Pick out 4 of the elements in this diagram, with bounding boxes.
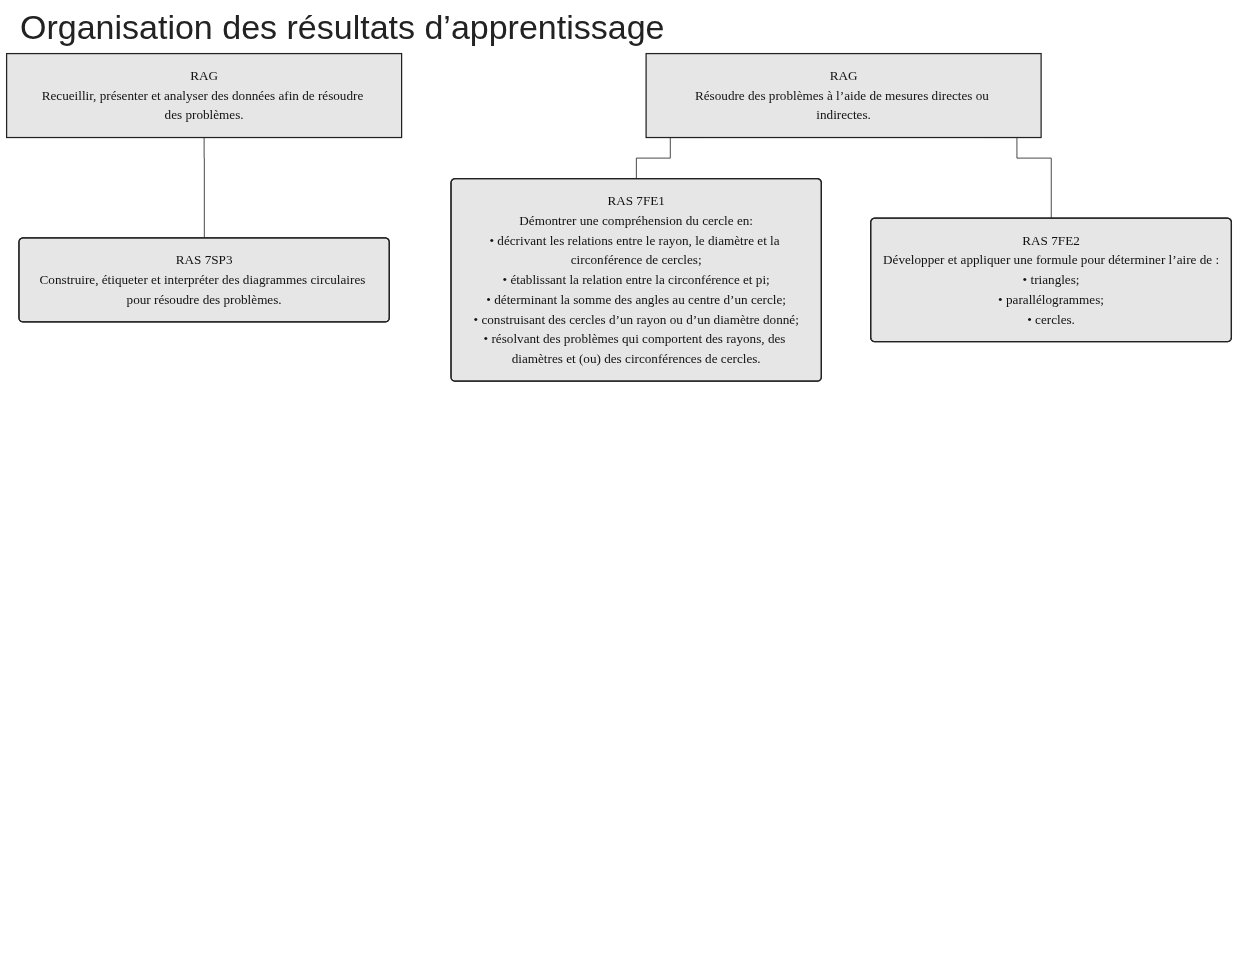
node-box: RAG Résoudre des problèmes à l’aide de mesures directes ou indirectes. [645,52,1042,139]
connector [203,137,205,239]
node-box: RAG Recueillir, présenter et analyser des données afin de résoudre des problèmes. [6,52,403,139]
diagram-title: Organisation des résultats d’apprentissage [20,8,666,47]
